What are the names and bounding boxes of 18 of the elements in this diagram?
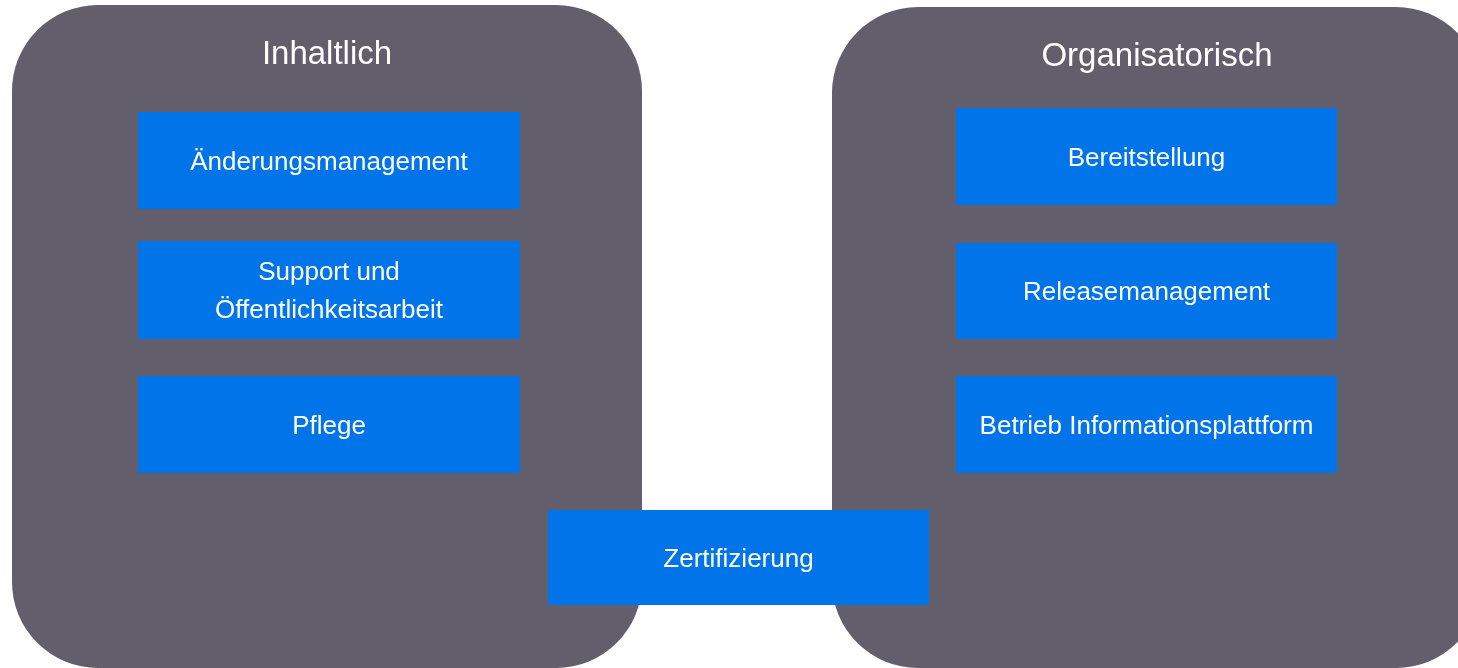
process-box <box>548 510 929 605</box>
process-box <box>956 376 1337 473</box>
panel-heading: Inhaltlich <box>260 33 394 73</box>
process-box <box>956 243 1337 339</box>
panel-heading: Organisatorisch <box>1040 35 1274 75</box>
box-label: Betrieb Informationsplattform <box>979 408 1314 442</box>
box-label: Änderungsmanagement <box>190 144 468 178</box>
process-box <box>138 112 520 209</box>
process-box <box>956 108 1337 205</box>
box-label: Pflege <box>292 408 366 442</box>
box-label: Zertifizierung <box>663 541 814 575</box>
group-panel <box>832 7 1458 668</box>
process-box <box>138 241 520 339</box>
box-label: Releasemanagement <box>1022 275 1271 308</box>
box-label: Support und Öffentlichkeitsarbeit <box>214 255 444 326</box>
box-label: Bereitstellung <box>1067 140 1226 174</box>
process-box <box>138 376 520 473</box>
group-panel <box>12 5 642 668</box>
